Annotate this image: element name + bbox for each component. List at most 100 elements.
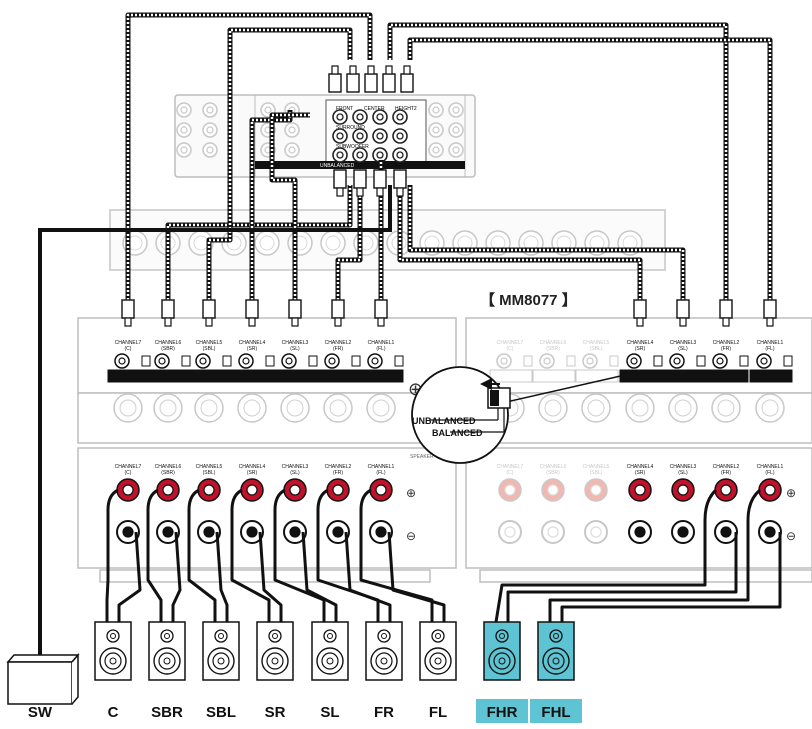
svg-text:CHANNEL6: CHANNEL6	[540, 464, 567, 470]
rca-cable	[269, 112, 310, 300]
svg-text:CHANNEL2: CHANNEL2	[713, 464, 740, 470]
rca-cable	[397, 185, 643, 300]
balance-switch[interactable]	[351, 355, 361, 367]
preamp-side-jack	[428, 122, 444, 138]
speaker-label: FHR	[487, 704, 518, 721]
amp-channel: CHANNEL6(SBR)CHANNEL6(SBR)	[532, 340, 576, 544]
svg-text:(C): (C)	[507, 470, 514, 476]
speaker-sbl: SBL	[202, 621, 240, 721]
rca-plug	[633, 299, 647, 327]
preamp-side-jack	[202, 102, 218, 118]
balance-switch[interactable]	[609, 355, 619, 367]
preamp-rca-jack[interactable]	[332, 147, 348, 163]
balance-switch[interactable]	[523, 355, 533, 367]
amp-channel: CHANNEL1(FL)CHANNEL1(FL)	[749, 340, 793, 544]
speaker-label: FR	[374, 704, 394, 721]
rca-plug	[400, 65, 414, 93]
speaker-sbr: SBR	[148, 621, 186, 721]
preamp-rca-jack[interactable]	[332, 109, 348, 125]
amp-channel: CHANNEL7(C)CHANNEL7(C)	[107, 340, 151, 544]
svg-text:(FL): (FL)	[376, 470, 386, 476]
speaker-fr: FR	[365, 621, 403, 721]
amp-channel: CHANNEL2(FR)CHANNEL2(FR)	[317, 340, 361, 544]
balance-switch[interactable]	[222, 355, 232, 367]
speaker-wire	[316, 488, 380, 622]
channel-sub: (SL)	[290, 346, 300, 352]
rca-plug	[676, 299, 690, 327]
unbalanced-label: UNBALANCED	[412, 416, 476, 426]
balance-switch[interactable]	[653, 355, 663, 367]
preamp-rca-jack[interactable]	[392, 128, 408, 144]
svg-text:(FL): (FL)	[765, 470, 775, 476]
preamp-rca-jack[interactable]	[352, 128, 368, 144]
speaker-wire	[548, 488, 762, 622]
balance-switch[interactable]	[394, 355, 404, 367]
preamp-rca-jack[interactable]	[372, 109, 388, 125]
channel-sub: (FL)	[765, 346, 775, 352]
rca-plug	[161, 299, 175, 327]
preamp-rca-jack[interactable]	[332, 128, 348, 144]
balance-switch[interactable]	[783, 355, 793, 367]
speaker-wire	[506, 532, 738, 622]
balance-switch[interactable]	[141, 355, 151, 367]
rca-plug	[353, 169, 367, 197]
channel-name: CHANNEL2	[713, 340, 740, 346]
rca-cable	[335, 185, 363, 300]
channel-name: CHANNEL1	[368, 340, 395, 346]
preamp-rca-jack[interactable]	[372, 147, 388, 163]
model-label: 【 MM8077 】	[480, 291, 577, 309]
svg-text:CHANNEL3: CHANNEL3	[282, 464, 309, 470]
balance-switch[interactable]	[308, 355, 318, 367]
svg-text:(SR): (SR)	[635, 470, 646, 476]
rca-plug	[373, 169, 387, 197]
preamp-xlr-jack	[254, 230, 280, 256]
svg-text:(SBL): (SBL)	[590, 470, 603, 476]
channel-sub: (SR)	[247, 346, 258, 352]
speaker-wire	[301, 531, 338, 622]
speaker-wire	[215, 531, 229, 622]
preamp-rca-jack[interactable]	[372, 128, 388, 144]
rca-cable	[407, 185, 686, 300]
speaker-sl: SL	[311, 621, 349, 721]
subwoofer-cable	[38, 185, 392, 655]
balance-switch[interactable]	[265, 355, 275, 367]
rca-plug	[245, 299, 259, 327]
svg-text:(SR): (SR)	[247, 470, 258, 476]
balance-switch[interactable]	[696, 355, 706, 367]
svg-text:(SL): (SL)	[290, 470, 300, 476]
balance-switch[interactable]	[739, 355, 749, 367]
preamp-rca-jack[interactable]	[392, 147, 408, 163]
channel-sub: (FL)	[376, 346, 386, 352]
svg-text:CHANNEL6: CHANNEL6	[155, 464, 182, 470]
amp-channel: CHANNEL4(SR)CHANNEL4(SR)	[619, 340, 663, 544]
rca-plug	[331, 299, 345, 327]
preamp-subwoofer-label: SUBWOOFER	[336, 144, 369, 150]
balance-switch[interactable]	[181, 355, 191, 367]
preamp-rca-jack[interactable]	[392, 109, 408, 125]
speaker-label-bg	[476, 699, 528, 723]
speaker-wire	[273, 488, 326, 622]
svg-text:CHANNEL7: CHANNEL7	[115, 464, 142, 470]
rca-plug	[382, 65, 396, 93]
rca-plug	[288, 299, 302, 327]
svg-text:(SL): (SL)	[678, 470, 688, 476]
svg-text:CHANNEL7: CHANNEL7	[497, 464, 524, 470]
rca-cables	[38, 12, 777, 655]
channel-name: CHANNEL6	[155, 340, 182, 346]
speaker-wire	[258, 531, 283, 622]
amp-channel: CHANNEL6(SBR)CHANNEL6(SBR)	[147, 340, 191, 544]
speaker-wire	[494, 488, 718, 623]
svg-text:CHANNEL5: CHANNEL5	[196, 464, 223, 470]
preamp-unbalanced-bar	[255, 161, 465, 169]
svg-text:(FR): (FR)	[721, 470, 731, 476]
preamp-rca-jack[interactable]	[352, 147, 368, 163]
rca-plug	[763, 299, 777, 327]
preamp-xlr-jack	[287, 230, 313, 256]
balance-switch[interactable]	[566, 355, 576, 367]
preamp-rca-jack[interactable]	[352, 109, 368, 125]
preamp-side-jack	[448, 122, 464, 138]
speaker-wire	[146, 488, 163, 622]
speaker-c: C	[94, 621, 132, 721]
preamp-height-label: HEIGHT2	[395, 106, 417, 112]
minus-terminal-sign-right: ⊖	[786, 529, 796, 543]
